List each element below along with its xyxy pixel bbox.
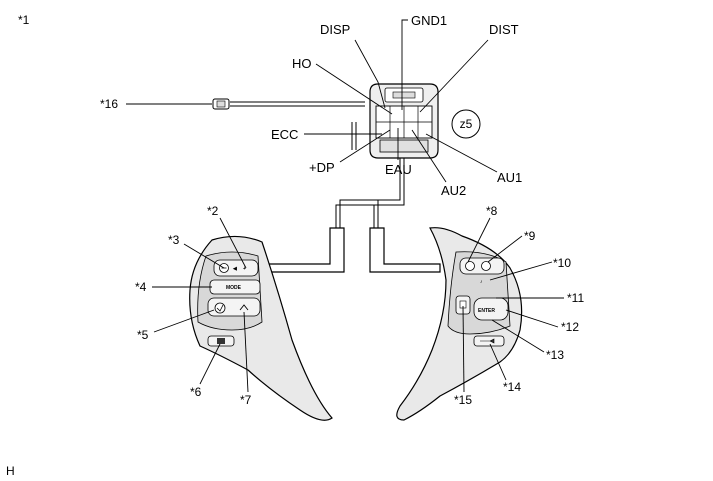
volume-up-icon: + [243, 266, 246, 272]
callout-2: *2 [207, 204, 219, 218]
figure-label: *1 [18, 13, 30, 27]
chevron-up-icon [239, 304, 249, 311]
callout-14: *14 [503, 380, 521, 394]
connector-assembly [212, 83, 441, 273]
terminal-labels: DISP GND1 DIST HO ECC +DP EAU AU2 AU1 [271, 13, 522, 198]
mode-switch-label: MODE [226, 285, 242, 291]
callout-9: *9 [524, 229, 536, 243]
callout-3: *3 [168, 233, 180, 247]
callout-4: *4 [135, 280, 147, 294]
hang-up-icon [481, 261, 491, 271]
connector-id-label: z5 [460, 117, 473, 131]
left-switch-pad: ◀ + MODE [189, 235, 333, 421]
talk-icon [217, 338, 225, 344]
right-pad-callouts: *8 *9 *10 *11 *12 *13 *14 *15 [454, 204, 584, 407]
callout-13: *13 [546, 348, 564, 362]
enter-switch[interactable] [473, 297, 509, 321]
speaker-icon: ◀ [232, 266, 237, 272]
cruise-icon [480, 338, 495, 344]
terminal-au1-label: AU1 [497, 170, 522, 185]
terminal-dp-label: +DP [309, 160, 335, 175]
connector-id-badge: z5 [451, 109, 481, 139]
right-switch-pad: ♪ ENTER [396, 227, 523, 421]
terminal-ho-label: HO [292, 56, 312, 71]
voice-icon: ♪ [480, 279, 483, 285]
terminal-dist-label: DIST [489, 22, 519, 37]
terminal-eau-label: EAU [385, 162, 412, 177]
callout-7: *7 [240, 393, 252, 407]
callout-6: *6 [190, 385, 202, 399]
callout-12: *12 [561, 320, 579, 334]
enter-switch-label: ENTER [478, 308, 495, 314]
terminal-ecc-label: ECC [271, 127, 298, 142]
callout-5: *5 [137, 328, 149, 342]
pick-up-icon [465, 261, 475, 271]
terminal-disp-label: DISP [320, 22, 350, 37]
terminal-gnd1-label: GND1 [411, 13, 447, 28]
callout-15: *15 [454, 393, 472, 407]
callout-10: *10 [553, 256, 571, 270]
callout-8: *8 [486, 204, 498, 218]
terminal-au2-label: AU2 [441, 183, 466, 198]
callout-11: *11 [567, 291, 584, 305]
footer-label: H [6, 464, 15, 478]
left-pad-callouts: *2 *3 *4 *5 *6 *7 [135, 204, 252, 407]
callout-16: *16 [100, 97, 118, 111]
